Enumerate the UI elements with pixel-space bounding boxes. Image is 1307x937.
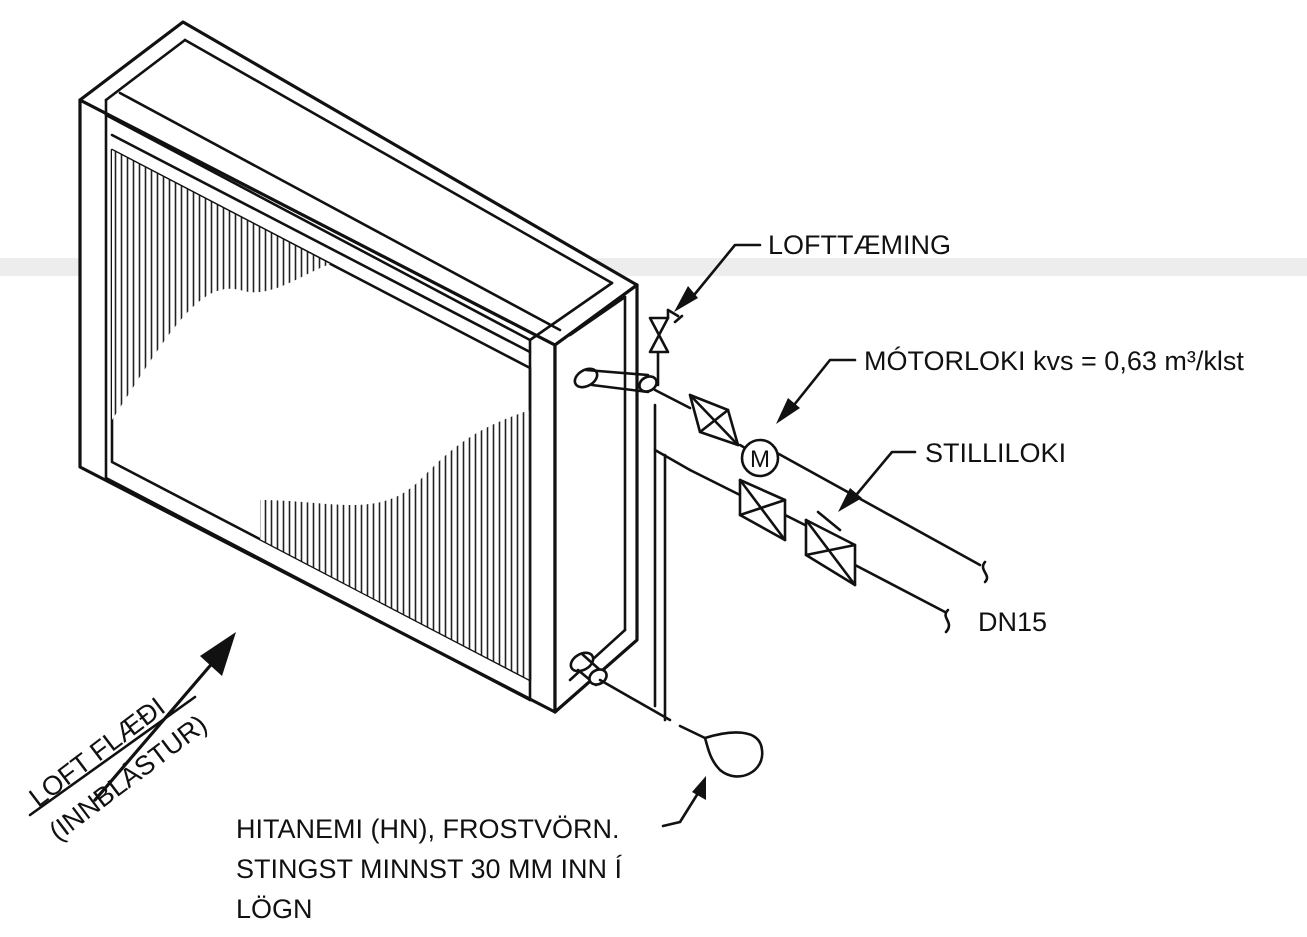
label-motorloki: MÓTORLOKI kvs = 0,63 m³/klst [864,345,1244,376]
motor-symbol-text: M [750,446,770,473]
label-hitanemi-line3: LÖGN [236,894,313,924]
piping [598,343,989,740]
leader-lines [28,243,917,828]
motor-valve: M [688,393,780,478]
air-vent-valve [648,308,684,354]
temperature-sensor [703,731,764,778]
return-valve [738,478,787,542]
label-dn15: DN15 [978,607,1047,637]
heating-coil-casing [78,20,639,714]
label-hitanemi-line2: STINGST MINNST 30 MM INN Í [236,854,623,884]
coil-fins [112,150,530,680]
label-hitanemi-line1: HITANEMI (HN), FROSTVÖRN. [236,814,619,844]
header-pipes [569,367,658,687]
balancing-valve [804,510,857,587]
label-stilliloki: STILLILOKI [925,438,1066,468]
motor-symbol-circle [740,438,780,478]
label-lofttaeming: LOFTTÆMING [768,230,951,260]
